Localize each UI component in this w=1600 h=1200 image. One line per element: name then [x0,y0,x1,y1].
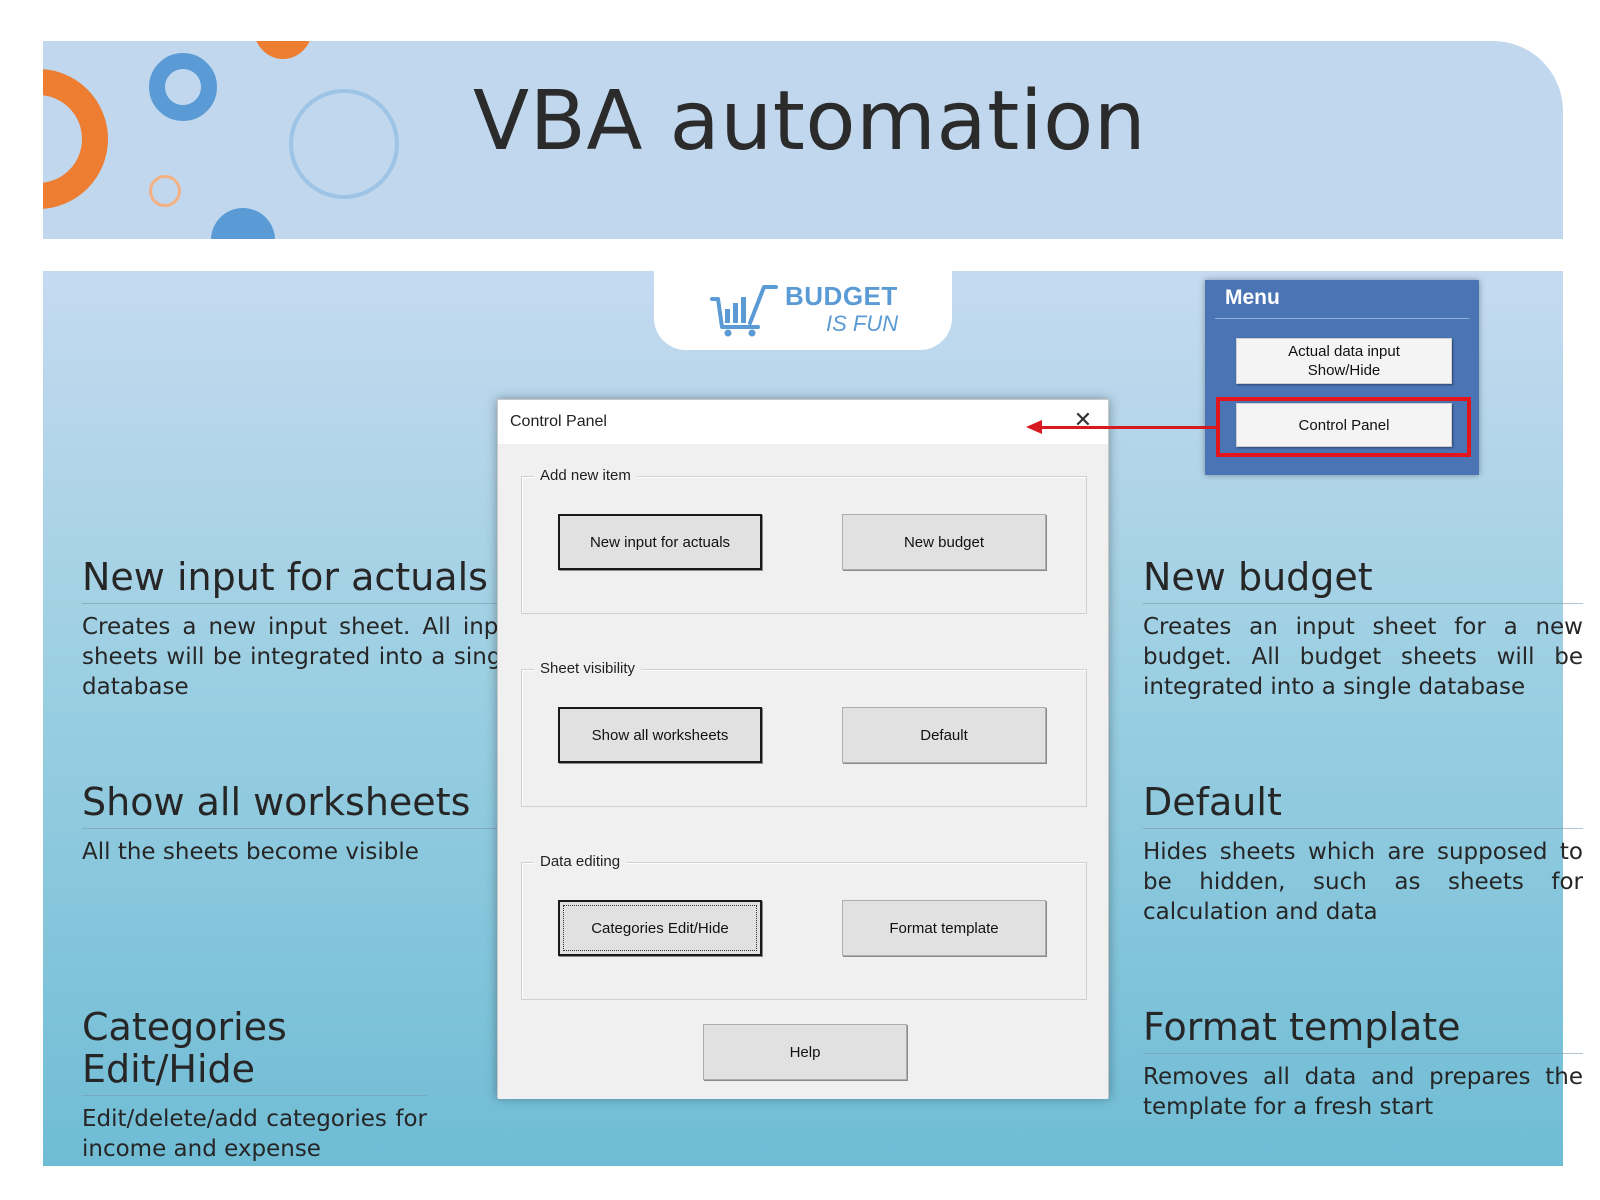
group-label: Sheet visibility [534,660,642,677]
block-description: Creates a new input sheet. All input she… [82,613,522,700]
description-categories-edit-hide: Categories Edit/Hide Edit/delete/add cat… [82,1006,427,1164]
dialog-body: Add new item New input for actuals New b… [498,444,1108,1099]
menu-panel: Menu Actual data input Show/Hide Control… [1205,280,1479,475]
description-new-input-for-actuals: New input for actuals Creates a new inpu… [82,556,522,702]
block-heading: Format template [1143,1006,1583,1054]
group-label: Add new item [534,467,637,484]
show-all-worksheets-button[interactable]: Show all worksheets [558,707,762,763]
blue-ring-decoration [149,53,217,121]
orange-dot-decoration [253,41,313,59]
header-banner: VBA automation [43,41,1563,239]
arrow-line [1040,426,1216,429]
logo-text-budget: BUDGET [785,281,898,311]
dialog-titlebar[interactable]: Control Panel ✕ [498,400,1108,444]
description-default: Default Hides sheets which are supposed … [1143,781,1583,927]
group-label: Data editing [534,853,627,870]
dialog-title: Control Panel [510,413,607,430]
block-heading: Default [1143,781,1583,829]
block-heading: Categories Edit/Hide [82,1006,427,1096]
orange-ring-decoration [43,69,108,209]
block-description: Creates an input sheet for a new budget.… [1143,613,1583,700]
new-budget-button[interactable]: New budget [842,514,1046,570]
menu-button-line: Actual data input [1288,343,1400,360]
block-description: Removes all data and prepares the templa… [1143,1063,1583,1120]
new-input-for-actuals-button[interactable]: New input for actuals [558,514,762,570]
categories-edit-hide-button[interactable]: Categories Edit/Hide [558,900,762,956]
block-description: Hides sheets which are supposed to be hi… [1143,838,1583,925]
group-sheet-visibility: Sheet visibility Show all worksheets Def… [521,660,1087,807]
small-orange-ring-decoration [149,175,181,207]
default-button[interactable]: Default [842,707,1046,763]
logo-text-is-fun: IS FUN [826,311,899,336]
block-description: Edit/delete/add categories for income an… [82,1105,427,1162]
group-data-editing: Data editing Categories Edit/Hide Format… [521,853,1087,1000]
description-format-template: Format template Removes all data and pre… [1143,1006,1583,1122]
control-panel-button[interactable]: Control Panel [1236,403,1452,447]
arrow-left-icon [1026,420,1042,434]
shopping-cart-chart-icon [710,285,778,337]
menu-divider [1215,318,1469,319]
control-panel-dialog: Control Panel ✕ Add new item New input f… [497,399,1109,1099]
block-heading: New budget [1143,556,1583,604]
blue-dot-decoration [211,208,275,239]
page-title: VBA automation [473,74,1147,169]
logo: BUDGET IS FUN [654,271,952,350]
block-heading: Show all worksheets [82,781,522,829]
description-show-all-worksheets: Show all worksheets All the sheets becom… [82,781,522,867]
description-new-budget: New budget Creates an input sheet for a … [1143,556,1583,702]
block-heading: New input for actuals [82,556,522,604]
light-blue-ring-decoration [289,89,399,199]
menu-title: Menu [1225,286,1280,309]
format-template-button[interactable]: Format template [842,900,1046,956]
highlight-box [1216,397,1471,457]
close-icon[interactable]: ✕ [1073,407,1093,432]
actual-data-input-toggle-button[interactable]: Actual data input Show/Hide [1236,338,1452,384]
help-button[interactable]: Help [703,1024,907,1080]
group-add-new-item: Add new item New input for actuals New b… [521,467,1087,614]
menu-button-line: Control Panel [1298,416,1390,434]
menu-button-line: Show/Hide [1307,362,1381,379]
block-description: All the sheets become visible [82,838,419,865]
